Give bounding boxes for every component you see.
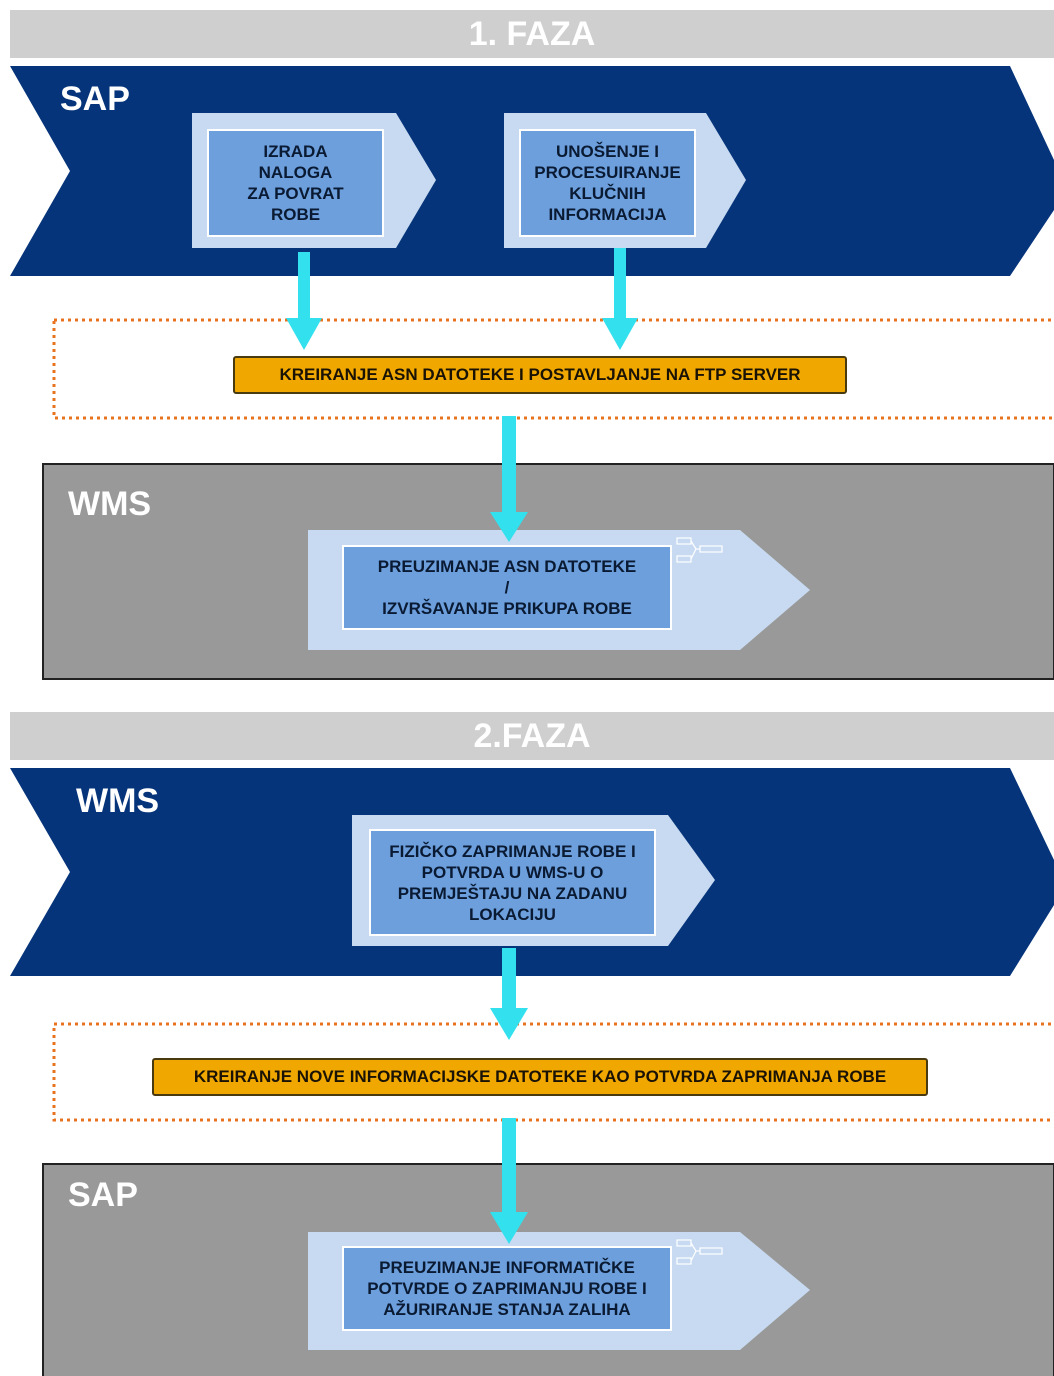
- wms-lane-label-2: WMS: [76, 782, 160, 820]
- process-box-3: FIZIČKO ZAPRIMANJE ROBE I POTVRDA U WMS-…: [389, 841, 636, 924]
- wms-lane-label: WMS: [68, 485, 152, 523]
- interface-step-1: KREIRANJE ASN DATOTEKE I POSTAVLJANJE NA…: [233, 356, 847, 394]
- wms-process-box: PREUZIMANJE ASN DATOTEKE / IZVRŠAVANJE P…: [377, 557, 637, 618]
- process-box-2: UNOŠENJE I PROCESUIRANJE KLUČNIH INFORMA…: [534, 142, 681, 224]
- arrow-down-icon: [286, 252, 322, 350]
- sap-lane-label-2: SAP: [68, 1176, 138, 1214]
- arrow-down-icon: [602, 248, 638, 350]
- sap-process-box: PREUZIMANJE INFORMATIČKE POTVRDE O ZAPRI…: [367, 1258, 647, 1319]
- arrow-down-icon: [490, 416, 528, 542]
- sap-lane-label: SAP: [60, 80, 130, 118]
- interface-area-2: [52, 1022, 1054, 1122]
- phase-2-title: 2.FAZA: [10, 712, 1054, 760]
- interface-area-1: [52, 318, 1054, 420]
- arrow-down-icon: [490, 1118, 528, 1244]
- phase-1-title: 1. FAZA: [10, 10, 1054, 58]
- arrow-down-icon: [490, 948, 528, 1040]
- interface-step-2: KREIRANJE NOVE INFORMACIJSKE DATOTEKE KA…: [152, 1058, 928, 1096]
- process-box-1: IZRADA NALOGA ZA POVRAT ROBE: [247, 142, 344, 224]
